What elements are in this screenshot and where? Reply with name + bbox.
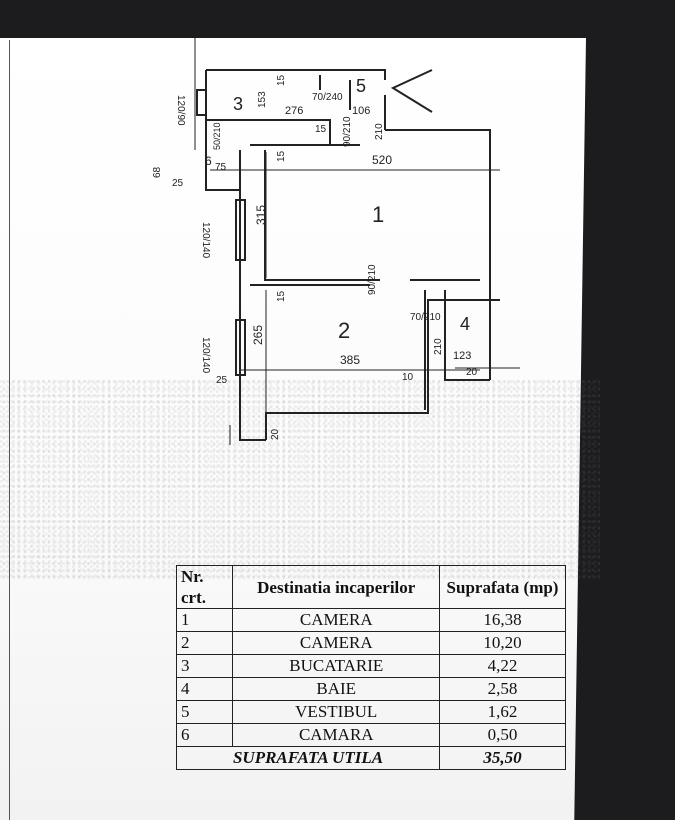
area-table: Nr. crt. Destinatia incaperilor Suprafat…: [175, 565, 566, 770]
dim-20-right: 20: [466, 367, 478, 378]
dim-276: 276: [285, 105, 303, 117]
dim-20-bottom: 20: [270, 428, 281, 440]
row-dest: VESTIBUL: [232, 700, 441, 724]
table-row: 2 CAMERA 10,20: [175, 631, 566, 655]
room-6-number: 6: [205, 154, 212, 168]
bath-wall: [444, 290, 490, 381]
table-row: 1 CAMERA 16,38: [175, 608, 566, 632]
row-dest: BAIE: [232, 677, 441, 701]
dim-75: 75: [215, 162, 227, 173]
row-nr: 1: [175, 608, 234, 632]
window-kitchen: [196, 89, 207, 116]
dim-210-b: 210: [433, 338, 444, 355]
table-row: 6 CAMARA 0,50: [175, 723, 566, 747]
dim-153: 153: [257, 91, 268, 108]
table-header-row: Nr. crt. Destinatia incaperilor Suprafat…: [175, 565, 566, 609]
west-wall-lower: [239, 150, 266, 441]
dim-315: 315: [254, 205, 268, 225]
door-50-210: 50/210: [212, 122, 222, 150]
paper-margin-line: [9, 40, 10, 820]
north-wall: [206, 69, 386, 80]
window-room2: [235, 319, 246, 376]
east-wall: [385, 129, 491, 380]
room-1-number: 1: [372, 202, 384, 227]
dim-106: 106: [352, 105, 370, 117]
row-sup: 0,50: [439, 723, 566, 747]
total-label: SUPRAFATA UTILA: [175, 746, 441, 770]
row-nr: 5: [175, 700, 234, 724]
table-row: 5 VESTIBUL 1,62: [175, 700, 566, 724]
header-destinatia: Destinatia incaperilor: [232, 565, 441, 609]
room-3-number: 3: [233, 94, 243, 114]
row-sup: 1,62: [439, 700, 566, 724]
row-nr: 6: [175, 723, 234, 747]
window-dim-kitchen: 120/90: [175, 95, 186, 126]
window-dim-room1: 120/140: [200, 222, 211, 259]
door-90-210-b: 90/210: [367, 264, 378, 295]
row-sup: 10,20: [439, 631, 566, 655]
window-room1: [235, 199, 246, 261]
door-70-210: 70/210: [410, 312, 441, 323]
dim-385: 385: [340, 353, 360, 367]
dim-210-a: 210: [374, 123, 385, 140]
south-wall: [265, 299, 500, 440]
dim-25-top: 25: [172, 178, 184, 189]
dim-15-d: 15: [276, 290, 287, 302]
dim-520: 520: [372, 153, 392, 167]
door-70-240: 70/240: [312, 92, 343, 103]
row-dest: CAMERA: [232, 608, 441, 632]
room-2-number: 2: [338, 318, 350, 343]
door-90-210-a: 90/210: [342, 116, 353, 147]
total-value: 35,50: [439, 746, 566, 770]
room-4-number: 4: [460, 314, 470, 334]
dim-68: 68: [152, 166, 163, 178]
row-nr: 3: [175, 654, 234, 678]
row-dest: BUCATARIE: [232, 654, 441, 678]
table-row: 3 BUCATARIE 4,22: [175, 654, 566, 678]
room1-west-wall: [264, 150, 380, 281]
row-nr: 2: [175, 631, 234, 655]
table-total-row: SUPRAFATA UTILA 35,50: [175, 746, 566, 770]
dim-25-bottom: 25: [216, 375, 228, 386]
dim-123: 123: [453, 350, 471, 362]
row-sup: 4,22: [439, 654, 566, 678]
table-row: 4 BAIE 2,58: [175, 677, 566, 701]
room-5-number: 5: [356, 76, 366, 96]
row-sup: 2,58: [439, 677, 566, 701]
row-dest: CAMARA: [232, 723, 441, 747]
dim-15-c: 15: [276, 150, 287, 162]
dim-15-a: 15: [276, 74, 287, 86]
row-nr: 4: [175, 677, 234, 701]
kitchen-wall: [206, 119, 331, 145]
row-dest: CAMERA: [232, 631, 441, 655]
header-nr: Nr. crt.: [175, 565, 234, 609]
dim-265: 265: [251, 325, 265, 345]
header-suprafata: Suprafata (mp): [439, 565, 566, 609]
dim-15-b: 15: [315, 124, 327, 135]
row-sup: 16,38: [439, 608, 566, 632]
dim-10: 10: [402, 372, 414, 383]
window-dim-room2: 120/140: [200, 337, 211, 374]
